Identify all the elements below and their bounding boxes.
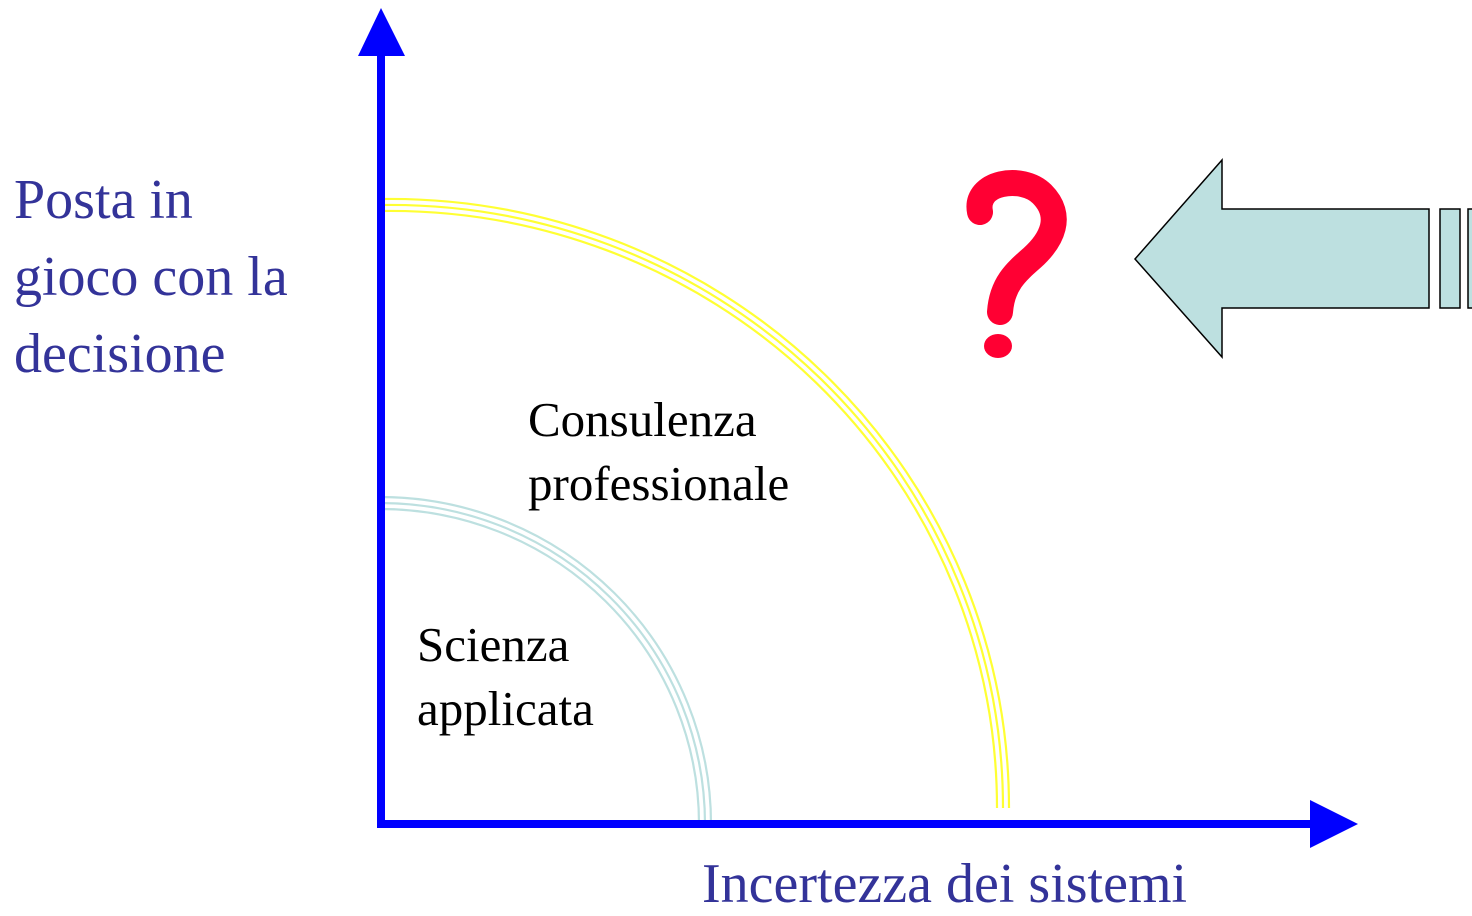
outer-region-label-line2: professionale <box>528 456 790 511</box>
question-mark-icon <box>966 170 1067 358</box>
x-axis-label: Incertezza dei sistemi <box>702 853 1188 915</box>
y-axis-label-line1: Posta in <box>14 169 193 231</box>
outer-region-label-line1: Consulenza <box>528 392 757 447</box>
y-axis-label-line2: gioco con la <box>14 246 288 308</box>
y-axis-arrowhead <box>358 8 405 56</box>
outer-region-label: Consulenza professionale <box>528 388 789 516</box>
y-axis-label-line3: decisione <box>14 323 226 385</box>
x-axis-arrowhead <box>1310 800 1358 848</box>
axes <box>358 8 1358 848</box>
inner-region-label-line1: Scienza <box>417 617 570 672</box>
left-arrow-icon <box>1133 158 1472 359</box>
inner-region-label-line2: applicata <box>417 681 594 736</box>
inner-region-arc <box>379 495 713 825</box>
inner-region-label: Scienza applicata <box>417 613 594 741</box>
y-axis-label: Posta in gioco con la decisione <box>14 162 288 393</box>
outer-region-arc <box>379 197 1011 809</box>
